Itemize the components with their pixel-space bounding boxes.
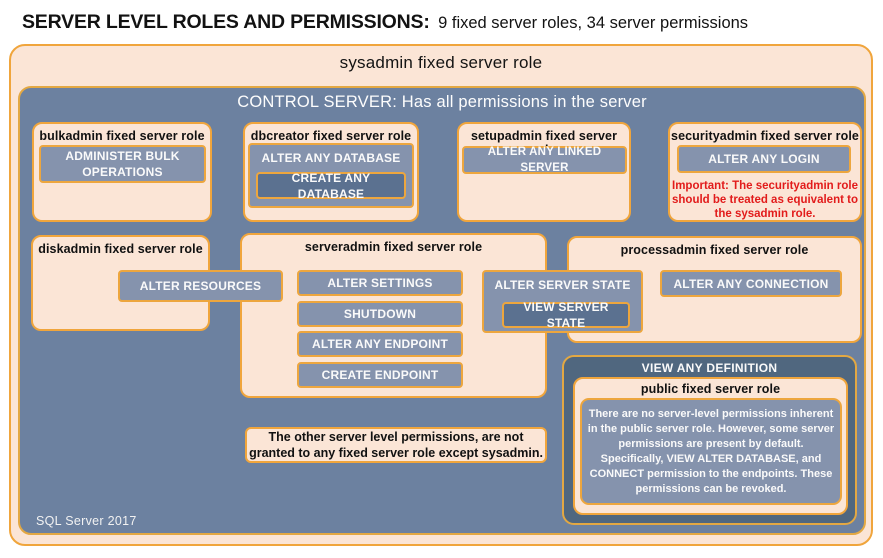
permission-alter-any-connection: ALTER ANY CONNECTION	[660, 270, 842, 297]
role-title-securityadmin: securityadmin fixed server role	[671, 129, 859, 143]
control-server-label: CONTROL SERVER: Has all permissions in t…	[237, 93, 647, 111]
permission-shutdown: SHUTDOWN	[297, 301, 463, 327]
role-title-diskadmin: diskadmin fixed server role	[38, 242, 203, 256]
permission-alter-any-login: ALTER ANY LOGIN	[677, 145, 851, 173]
permission-administer-bulk-operations: ADMINISTER BULK OPERATIONS	[39, 145, 206, 183]
permission-alter-any-database-label: ALTER ANY DATABASE	[261, 151, 401, 165]
sql-server-version: SQL Server 2017	[36, 514, 137, 528]
role-title-serveradmin: serveradmin fixed server role	[304, 240, 483, 254]
footnote-box: The other server level permissions, are …	[245, 427, 547, 463]
role-title-public: public fixed server role	[640, 382, 781, 396]
permission-create-endpoint: CREATE ENDPOINT	[297, 362, 463, 388]
permission-alter-any-endpoint: ALTER ANY ENDPOINT	[297, 331, 463, 357]
permission-alter-server-state-label: ALTER SERVER STATE	[494, 278, 631, 292]
page-title-subtitle: 9 fixed server roles, 34 server permissi…	[438, 14, 749, 32]
permission-alter-any-linked-server: ALTER ANY LINKED SERVER	[462, 146, 627, 174]
footnote-text: The other server level permissions, are …	[249, 430, 543, 460]
page-title-bold: SERVER LEVEL ROLES AND PERMISSIONS:	[22, 11, 430, 33]
permission-alter-resources: ALTER RESOURCES	[118, 270, 283, 302]
permission-view-any-definition: VIEW ANY DEFINITION	[641, 361, 778, 375]
securityadmin-warning: Important: The securityadmin role should…	[672, 180, 858, 220]
public-role-note: There are no server-level permissions in…	[580, 398, 842, 505]
role-title-processadmin: processadmin fixed server role	[620, 243, 809, 257]
page-title: SERVER LEVEL ROLES AND PERMISSIONS: 9 fi…	[22, 7, 862, 37]
permission-alter-settings: ALTER SETTINGS	[297, 270, 463, 296]
sysadmin-role-label: sysadmin fixed server role	[339, 53, 543, 72]
permission-view-server-state: VIEW SERVER STATE	[502, 300, 630, 330]
role-title-bulkadmin: bulkadmin fixed server role	[39, 129, 205, 143]
permission-create-any-database: CREATE ANY DATABASE	[256, 171, 406, 201]
role-title-dbcreator: dbcreator fixed server role	[250, 129, 412, 143]
